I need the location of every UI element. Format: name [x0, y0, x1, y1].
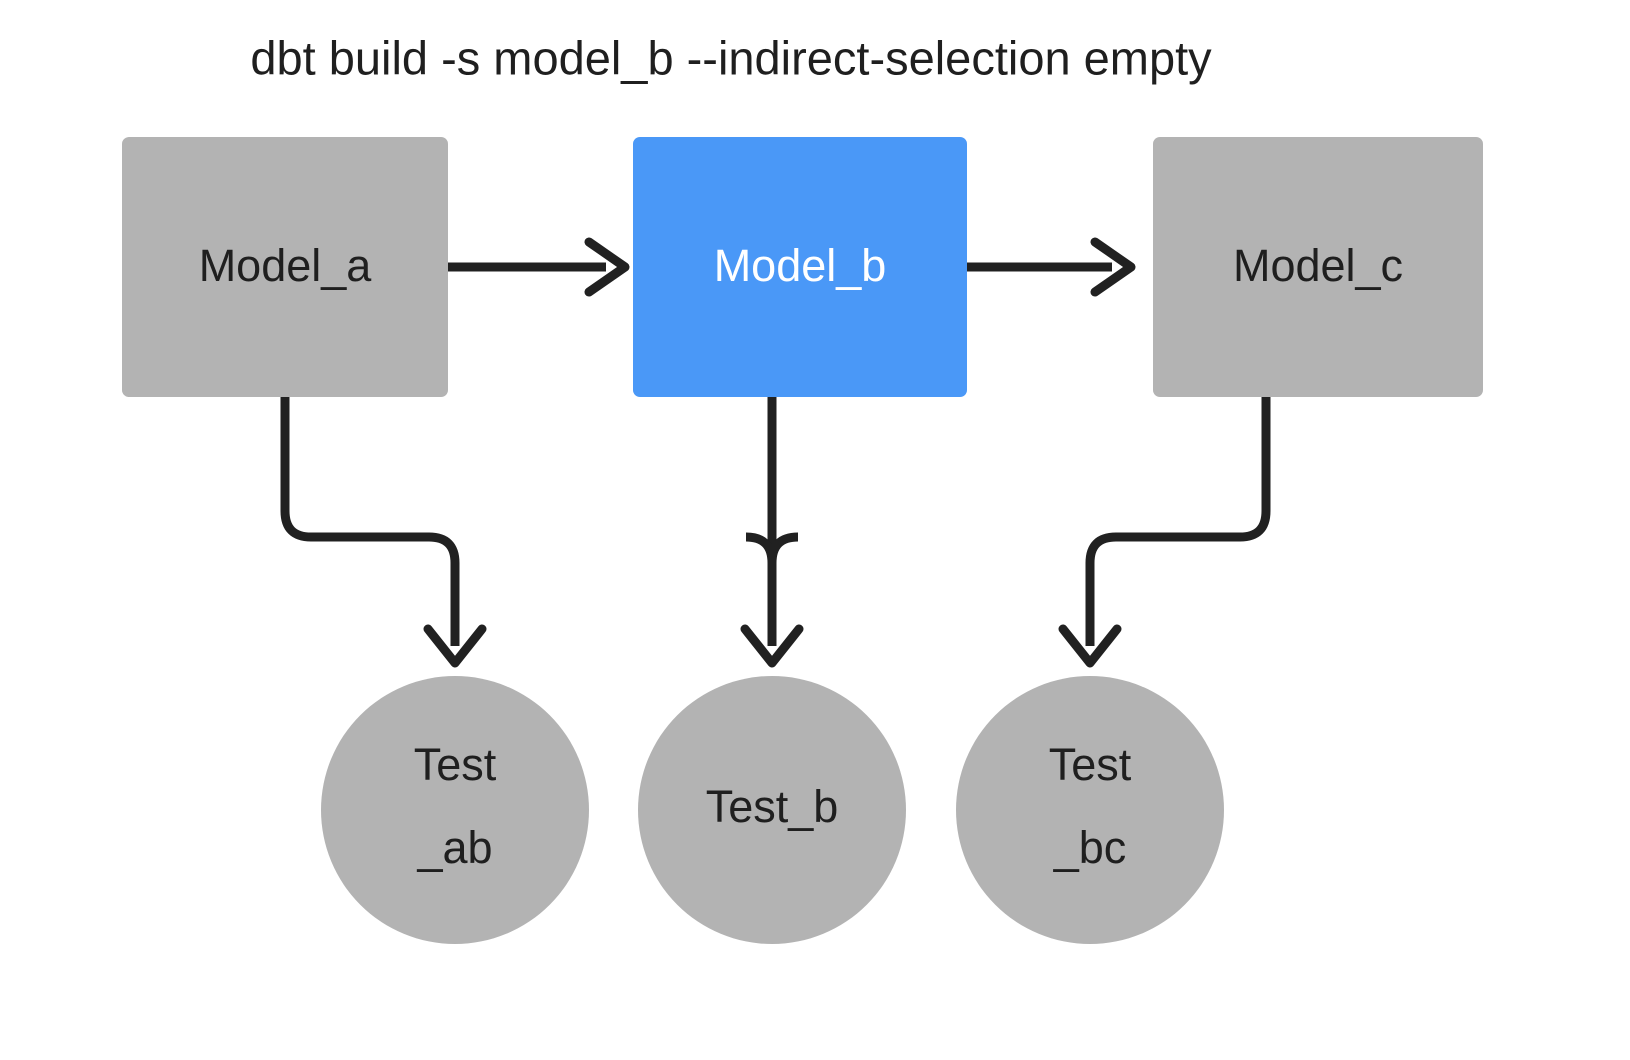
- node-test-bc-label-line1: Test: [1049, 739, 1132, 790]
- diagram-title: dbt build -s model_b --indirect-selectio…: [250, 31, 1212, 84]
- arrowhead-model-b-icon: [584, 237, 630, 297]
- edge-model-c-to-test-bc: [1085, 397, 1271, 646]
- node-test-ab-label-line2: _ab: [416, 822, 492, 873]
- arrowhead-test-b-icon: [740, 624, 804, 668]
- node-test-ab-label-line1: Test: [414, 739, 497, 790]
- node-test-b-shape[interactable]: [638, 676, 906, 944]
- arrowhead-test-bc-icon: [1058, 624, 1122, 668]
- node-model-c-label: Model_c: [1233, 240, 1403, 291]
- node-model-a-shape[interactable]: [122, 137, 448, 397]
- node-test-b[interactable]: Test_b: [638, 676, 906, 944]
- node-model-b-label: Model_b: [714, 240, 887, 291]
- node-test-ab-shape[interactable]: [321, 676, 589, 944]
- edge-junction-right: [767, 532, 799, 564]
- node-model-c[interactable]: Model_c: [1153, 137, 1483, 397]
- arrowhead-model-c-icon: [1090, 237, 1136, 297]
- node-test-b-label-line1: Test_b: [706, 781, 839, 832]
- node-model-c-shape[interactable]: [1153, 137, 1483, 397]
- edge-model-a-to-test-ab: [280, 397, 460, 646]
- arrowhead-test-ab-icon: [423, 624, 487, 668]
- node-test-bc-label-line2: _bc: [1053, 822, 1127, 873]
- node-test-bc[interactable]: Test _bc: [956, 676, 1224, 944]
- node-test-bc-shape[interactable]: [956, 676, 1224, 944]
- node-test-ab[interactable]: Test _ab: [321, 676, 589, 944]
- node-model-b[interactable]: Model_b: [633, 137, 967, 397]
- node-model-b-shape[interactable]: [633, 137, 967, 397]
- node-model-a-label: Model_a: [199, 240, 373, 291]
- node-model-a[interactable]: Model_a: [122, 137, 448, 397]
